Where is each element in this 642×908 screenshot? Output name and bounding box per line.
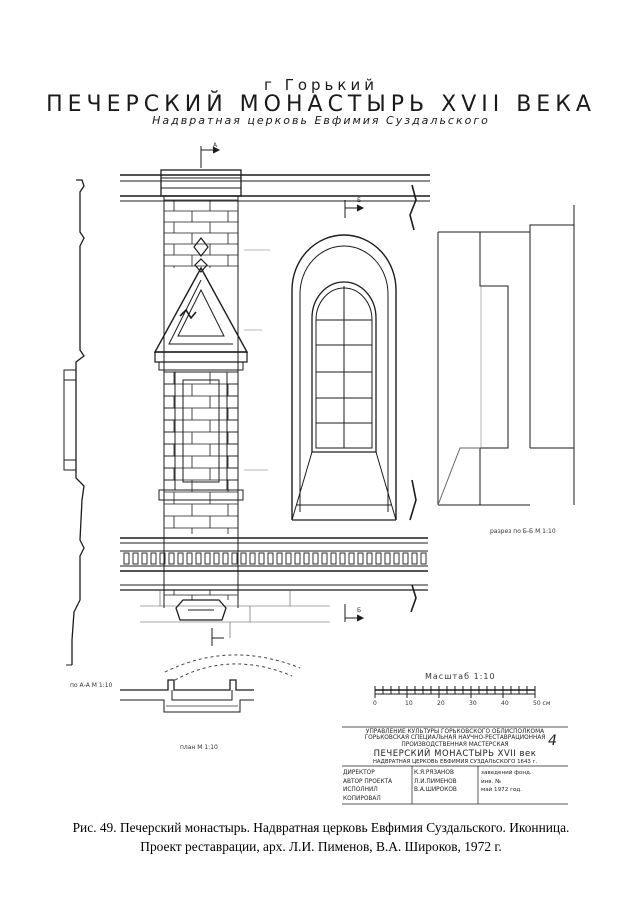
dentil [384, 552, 391, 565]
scale-title: Масштаб 1:10 [425, 672, 496, 681]
scale-tick-label: 0 [373, 700, 377, 707]
arch-below [164, 654, 301, 681]
dentil [240, 552, 247, 565]
dentil [168, 552, 175, 565]
dentil [231, 552, 238, 565]
section-mark-a-label: А [213, 142, 218, 149]
dentil [204, 552, 211, 565]
drawing-title-city: г Горький [264, 76, 378, 94]
title-block-roles: ДИРЕКТОР АВТОР ПРОЕКТА ИСПОЛНИЛ КОПИРОВА… [343, 769, 392, 803]
title-block-frame [342, 726, 568, 805]
scale-tick-label: 50 см [533, 700, 551, 707]
dentil [159, 552, 166, 565]
title-block-object: ПЕЧЕРСКИЙ МОНАСТЫРЬ XVII век [373, 749, 537, 759]
plan-label: план М 1:10 [180, 744, 218, 751]
note-inventory: инв. № [481, 778, 501, 785]
dentil [420, 552, 427, 565]
dentil [150, 552, 157, 565]
icon-niche [153, 237, 249, 501]
dentil [402, 552, 409, 565]
section-a-a-label: по А-А М 1:10 [70, 682, 113, 689]
scale-tick-label: 30 [469, 700, 477, 707]
scale-tick-label: 40 [501, 700, 509, 707]
note-date: май 1972 год. [481, 787, 523, 794]
dentil [348, 552, 355, 565]
org-line: УПРАВЛЕНИЕ КУЛЬТУРЫ ГОРЬКОВСКОГО ОБЛИСПО… [365, 729, 545, 735]
lower-wall-brick [140, 590, 330, 638]
org-line: ПРОИЗВОДСТВЕННАЯ МАСТЕРСКАЯ [401, 741, 509, 748]
scale-bar [374, 686, 536, 698]
scale-tick-label: 20 [437, 700, 445, 707]
dentil [132, 552, 139, 565]
dentil [195, 552, 202, 565]
dentil [303, 552, 310, 565]
title-block-notes: заведений фонд. инв. № май 1972 год. [481, 769, 532, 795]
name-shirokov: В.А.ШИРОКОВ [414, 787, 457, 794]
drawing-title-monastery: ПЕЧЕРСКИЙ МОНАСТЫРЬ XVII ВЕКА [46, 92, 596, 117]
drawing-title-church: Надвратная церковь Евфимия Суздальского [152, 114, 490, 127]
title-block-org: УПРАВЛЕНИЕ КУЛЬТУРЫ ГОРЬКОВСКОГО ОБЛИСПО… [343, 729, 567, 748]
break-line [409, 184, 417, 613]
section-mark-b-label: Б [357, 197, 362, 204]
dentil [321, 552, 328, 565]
dentil [177, 552, 184, 565]
profile-section-a-a [63, 179, 85, 666]
dentil [330, 552, 337, 565]
section-b-b-label: разрез по Б-Б М 1:10 [490, 528, 556, 535]
dentil [267, 552, 274, 565]
dentil [294, 552, 301, 565]
role-copied: КОПИРОВАЛ [343, 795, 381, 802]
sheet-number: 4 [548, 733, 557, 749]
dentil [249, 552, 256, 565]
section-mark-b-lower-label: Б [357, 607, 362, 614]
section-mark-b-top [344, 200, 365, 218]
role-director: ДИРЕКТОР [343, 770, 375, 776]
dentil [285, 552, 292, 565]
org-line: ГОРЬКОВСКАЯ СПЕЦИАЛЬНАЯ НАУЧНО-РЕСТАВРАЦ… [364, 735, 546, 742]
figure-caption-line-1: Рис. 49. Печерский монастырь. Надвратная… [72, 820, 570, 835]
title-block-names: К.Я.РЯЗАНОВ Л.И.ПИМЕНОВ В.А.ШИРОКОВ [414, 769, 457, 795]
pilaster-foot [175, 599, 227, 621]
scale-tick-label: 10 [405, 700, 413, 707]
dentil [375, 552, 382, 565]
note-fund: заведений фонд. [481, 770, 532, 776]
plan-view [120, 679, 254, 713]
role-executed: ИСПОЛНИЛ [343, 787, 378, 794]
dentil [222, 552, 229, 565]
dentil [213, 552, 220, 565]
dentil [366, 552, 373, 565]
section-b-b [437, 205, 575, 506]
dentil [411, 552, 418, 565]
arched-window [291, 234, 397, 521]
dentil [393, 552, 400, 565]
dentil [276, 552, 283, 565]
dentil [339, 552, 346, 565]
name-ryazanov: К.Я.РЯЗАНОВ [414, 770, 454, 776]
wall-brick-texture [244, 249, 270, 471]
dentil [312, 552, 319, 565]
dentil [357, 552, 364, 565]
title-block-object-sub: НАДВРАТНАЯ ЦЕРКОВЬ ЕВФИМИЯ СУЗДАЛЬСКОГО … [372, 759, 538, 765]
section-mark-a-top [200, 146, 221, 168]
section-mark-b-lower [211, 604, 365, 646]
dentil [258, 552, 265, 565]
dentil [123, 552, 130, 565]
dentil [141, 552, 148, 565]
dentil [186, 552, 193, 565]
role-author: АВТОР ПРОЕКТА [343, 778, 393, 785]
lower-cornice [120, 537, 428, 591]
name-pimenov: Л.И.ПИМЕНОВ [414, 778, 457, 785]
brick-pilaster [160, 169, 242, 608]
figure-caption-line-2: Проект реставрации, арх. Л.И. Пименов, В… [140, 839, 502, 854]
